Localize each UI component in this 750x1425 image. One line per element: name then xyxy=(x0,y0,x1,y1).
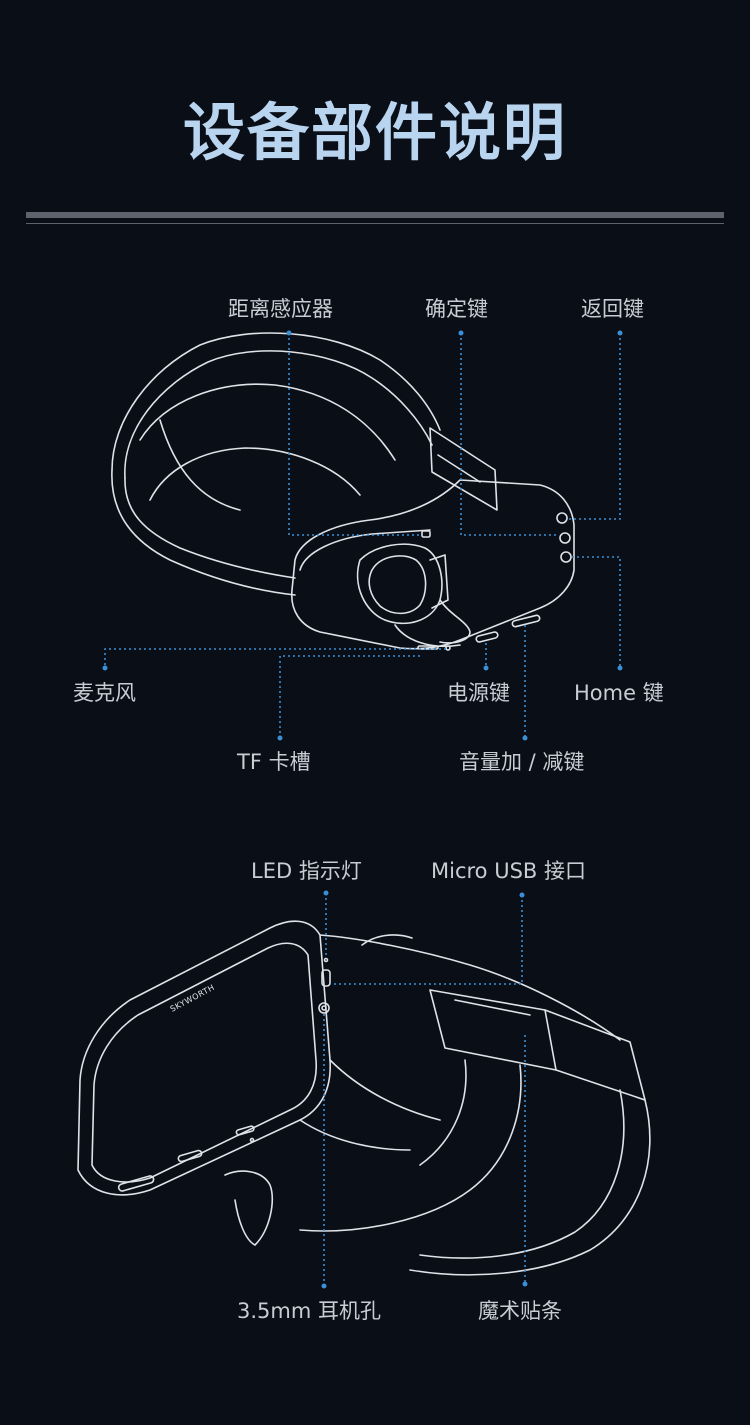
label-volume-key: 音量加 / 减键 xyxy=(459,750,585,774)
label-power-key: 电源键 xyxy=(447,681,510,705)
page-title: 设备部件说明 xyxy=(182,96,567,169)
label-back-key: 返回键 xyxy=(581,297,644,321)
top-leader-lines xyxy=(102,330,623,741)
label-headphone-jack: 3.5mm 耳机孔 xyxy=(237,1299,381,1323)
bottom-headset-illustration: SKYWORTH xyxy=(77,920,651,1276)
label-proximity-sensor: 距离感应器 xyxy=(228,297,333,321)
divider-thin xyxy=(26,223,724,224)
label-led-indicator: LED 指示灯 xyxy=(251,859,362,883)
label-home-key: Home 键 xyxy=(574,681,664,705)
label-microphone: 麦克风 xyxy=(73,681,136,705)
divider-thick xyxy=(26,212,724,218)
label-confirm-key: 确定键 xyxy=(425,297,488,321)
label-micro-usb: Micro USB 接口 xyxy=(431,859,586,883)
top-headset-illustration xyxy=(111,332,575,651)
label-tf-slot: TF 卡槽 xyxy=(237,750,311,774)
label-velcro-strap: 魔术贴条 xyxy=(478,1299,562,1323)
bottom-leader-lines xyxy=(321,890,528,1289)
